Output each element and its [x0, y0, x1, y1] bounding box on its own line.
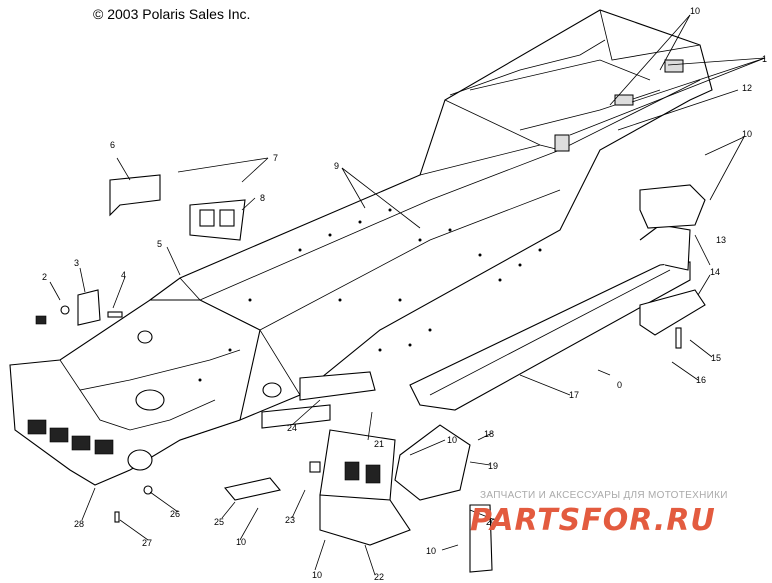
callout-4: 4 — [121, 270, 126, 280]
lower-trays — [77, 174, 706, 573]
rivet-holes — [198, 208, 542, 382]
callout-17: 17 — [569, 390, 579, 400]
watermark-tagline: ЗАПЧАСТИ И АКСЕССУАРЫ ДЛЯ МОТОТЕХНИКИ — [480, 490, 728, 501]
callout-3: 3 — [74, 258, 79, 268]
callout-10-bottom-right: 10 — [426, 546, 436, 556]
callout-25: 25 — [214, 517, 224, 527]
callout-15: 15 — [711, 353, 721, 363]
callout-0: 0 — [617, 380, 622, 390]
watermark-logo: PARTSFOR.RU — [470, 503, 716, 538]
callout-7: 7 — [273, 153, 278, 163]
callout-16: 16 — [696, 375, 706, 385]
callout-22: 22 — [374, 572, 384, 582]
callout-10-mid: 10 — [447, 435, 457, 445]
callout-2: 2 — [42, 272, 47, 282]
front-bulkhead — [9, 299, 282, 486]
callout-20: 20 — [486, 517, 496, 527]
callout-23: 23 — [285, 515, 295, 525]
leader-lines — [49, 14, 766, 576]
callout-10-bottom: 10 — [312, 570, 322, 580]
callout-6: 6 — [110, 140, 115, 150]
callout-19: 19 — [488, 461, 498, 471]
running-board — [409, 224, 691, 411]
callout-10-bottom-left: 10 — [236, 537, 246, 547]
callout-26: 26 — [170, 509, 180, 519]
callout-9: 9 — [334, 161, 339, 171]
callout-21: 21 — [374, 439, 384, 449]
callout-18: 18 — [484, 429, 494, 439]
rear-storage-frame — [449, 39, 684, 152]
callout-1: 1 — [762, 54, 767, 64]
callout-10-top: 10 — [690, 6, 700, 16]
callout-24: 24 — [287, 423, 297, 433]
callout-27: 27 — [142, 538, 152, 548]
callout-12: 12 — [742, 83, 752, 93]
fasteners — [35, 305, 682, 523]
callout-14: 14 — [710, 267, 720, 277]
callout-8: 8 — [260, 193, 265, 203]
callout-28: 28 — [74, 519, 84, 529]
callout-labels: 1 2 3 4 5 6 7 8 9 10 12 10 13 14 15 16 0… — [42, 6, 767, 582]
callout-13: 13 — [716, 235, 726, 245]
copyright-text: © 2003 Polaris Sales Inc. — [93, 6, 251, 22]
callout-5: 5 — [157, 239, 162, 249]
callout-10-right: 10 — [742, 129, 752, 139]
